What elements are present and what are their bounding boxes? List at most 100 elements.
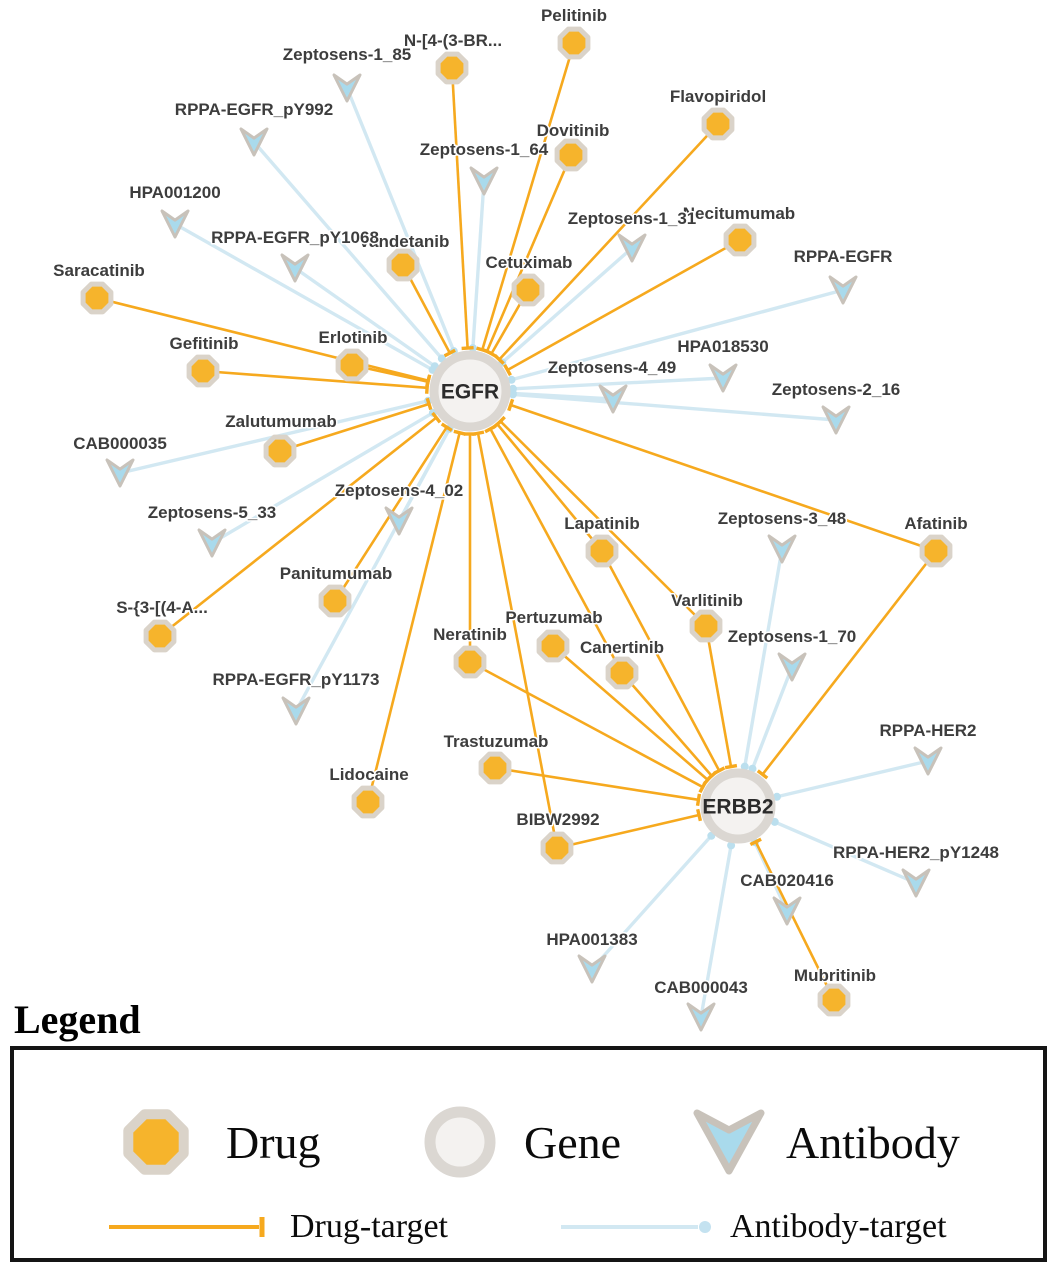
drug-node-gefitinib[interactable]: [186, 354, 220, 388]
drug-node-necitumumab[interactable]: [723, 223, 757, 257]
antibody-target-edge-hpa001383: [590, 834, 713, 971]
antibody-node-cab000043[interactable]: [686, 1002, 716, 1032]
drug-node-canertinib[interactable]: [605, 656, 639, 690]
drug-node-flavopiridol[interactable]: [701, 107, 735, 141]
drug-label-neratinib: Neratinib: [433, 625, 507, 644]
antibody-node-rppa-egfr-py1068[interactable]: [280, 253, 310, 283]
antibody-target-edge-icon: [561, 1221, 711, 1233]
drug-label-n-4-3-br: N-[4-(3-BR...: [404, 31, 502, 50]
gene-node-icon: [424, 1106, 496, 1178]
drug-node-trastuzumab[interactable]: [478, 751, 512, 785]
antibody-node-zeptosens-3-48[interactable]: [767, 534, 797, 564]
antibody-node-zeptosens-4-02[interactable]: [384, 506, 414, 536]
antibody-target-edge-rppa-her2: [776, 759, 929, 799]
antibody-label-zeptosens-2-16: Zeptosens-2_16: [772, 380, 901, 399]
drug-edge-terminal-tee: [702, 774, 713, 786]
legend-label-drug: Drug: [226, 1116, 321, 1168]
drug-target-edge-trastuzumab: [494, 766, 699, 802]
drug-node-neratinib[interactable]: [453, 645, 487, 679]
drug-label-lidocaine: Lidocaine: [329, 765, 408, 784]
drug-node-lapatinib[interactable]: [585, 534, 619, 568]
antibody-label-rppa-egfr-py1068: RPPA-EGFR_pY1068: [211, 228, 379, 247]
antibody-node-zeptosens-1-64[interactable]: [469, 166, 499, 196]
drug-node-s-3-4-a[interactable]: [143, 619, 177, 653]
antibody-label-zeptosens-5-33: Zeptosens-5_33: [148, 503, 277, 522]
drug-node-cetuximab[interactable]: [511, 273, 545, 307]
antibody-node-zeptosens-5-33[interactable]: [197, 528, 227, 558]
drug-node-afatinib[interactable]: [919, 534, 953, 568]
antibody-node-zeptosens-2-16[interactable]: [821, 405, 851, 435]
drug-target-edge-necitumumab: [506, 238, 741, 372]
antibody-label-zeptosens-1-70: Zeptosens-1_70: [728, 627, 857, 646]
antibody-node-zeptosens-1-31[interactable]: [617, 233, 647, 263]
drug-target-edge-dovitinib: [485, 154, 573, 352]
antibody-target-edge-zeptosens-1-31: [501, 246, 634, 364]
antibody-target-edge-rppa-egfr: [511, 288, 844, 382]
gene-node-erbb2[interactable]: [700, 768, 776, 844]
antibody-node-zeptosens-1-70[interactable]: [777, 652, 807, 682]
antibody-target-edge-rppa-egfr-py1173: [294, 427, 451, 712]
antibody-node-cab020416[interactable]: [772, 896, 802, 926]
drug-target-edge-canertinib: [489, 428, 624, 674]
drug-target-edge-s-3-4-a: [159, 416, 438, 638]
antibody-node-cab000035[interactable]: [105, 458, 135, 488]
antibody-node-hpa018530[interactable]: [708, 363, 738, 393]
drug-node-mubritinib[interactable]: [817, 983, 851, 1017]
antibody-target-edge-rppa-egfr-py992: [252, 140, 444, 360]
drug-label-necitumumab: Necitumumab: [683, 204, 795, 223]
drug-label-varlitinib: Varlitinib: [671, 591, 743, 610]
drug-node-dovitinib[interactable]: [554, 138, 588, 172]
antibody-label-hpa001200: HPA001200: [129, 183, 220, 202]
drug-target-edge-bibw2992: [476, 432, 559, 849]
drug-node-n-4-3-br[interactable]: [435, 51, 469, 85]
drug-node-lidocaine[interactable]: [351, 785, 385, 819]
drug-label-gefitinib: Gefitinib: [170, 334, 239, 353]
drug-target-edge-gefitinib: [202, 369, 428, 390]
antibody-target-edge-hpa001200: [174, 222, 434, 372]
drug-node-panitumumab[interactable]: [318, 584, 352, 618]
antibody-edge-terminal-dot: [507, 375, 516, 384]
drug-target-edge-n-4-3-br: [450, 67, 469, 349]
antibody-label-cab000035: CAB000035: [73, 434, 167, 453]
nodes-layer: [80, 26, 953, 1032]
legend-label-antibody: Antibody: [786, 1116, 960, 1168]
drug-edge-terminal-tee: [485, 349, 498, 359]
drug-node-zalutumumab[interactable]: [263, 434, 297, 468]
drug-target-edge-neratinib: [469, 660, 704, 789]
antibody-target-edge-zeptosens-1-85: [345, 87, 456, 352]
drug-target-edge-pertuzumab: [552, 645, 709, 781]
drug-node-pelitinib[interactable]: [557, 26, 591, 60]
antibody-node-zeptosens-4-49[interactable]: [598, 384, 628, 414]
antibody-target-edge-zeptosens-1-64: [471, 180, 486, 349]
legend-label-drug-target: Drug-target: [290, 1208, 448, 1245]
antibody-node-rppa-her2-py1248[interactable]: [901, 868, 931, 898]
drug-node-bibw2992[interactable]: [540, 831, 574, 865]
antibody-node-rppa-egfr-py1173[interactable]: [281, 696, 311, 726]
drug-node-varlitinib[interactable]: [689, 609, 723, 643]
antibody-node-rppa-egfr-py992[interactable]: [239, 127, 269, 157]
antibody-node-rppa-her2[interactable]: [913, 746, 943, 776]
drug-node-pertuzumab[interactable]: [536, 629, 570, 663]
drug-label-dovitinib: Dovitinib: [537, 121, 610, 140]
drug-edge-terminal-tee: [696, 808, 703, 822]
antibody-node-zeptosens-1-85[interactable]: [332, 73, 362, 103]
gene-label-egfr: EGFR: [441, 380, 499, 403]
drug-node-vandetanib[interactable]: [386, 248, 420, 282]
antibody-node-hpa001383[interactable]: [577, 954, 607, 984]
drug-node-saracatinib[interactable]: [80, 281, 114, 315]
antibody-node-hpa001200[interactable]: [160, 209, 190, 239]
antibody-node-rppa-egfr[interactable]: [828, 275, 858, 305]
antibody-label-rppa-egfr-py992: RPPA-EGFR_pY992: [175, 100, 333, 119]
drug-node-erlotinib[interactable]: [335, 348, 369, 382]
drug-label-saracatinib: Saracatinib: [53, 261, 145, 280]
drug-label-afatinib: Afatinib: [904, 514, 967, 533]
gene-node-egfr[interactable]: [429, 350, 511, 432]
legend-label-antibody-target: Antibody-target: [730, 1208, 947, 1245]
antibody-target-edge-zeptosens-2-16: [512, 392, 837, 422]
drug-edge-terminal-tee: [440, 422, 453, 432]
drug-target-edge-zalutumumab: [279, 402, 430, 453]
gene-label-erbb2: ERBB2: [702, 795, 773, 818]
drug-target-edge-varlitinib: [704, 625, 733, 767]
drug-label-zalutumumab: Zalutumumab: [225, 412, 336, 431]
